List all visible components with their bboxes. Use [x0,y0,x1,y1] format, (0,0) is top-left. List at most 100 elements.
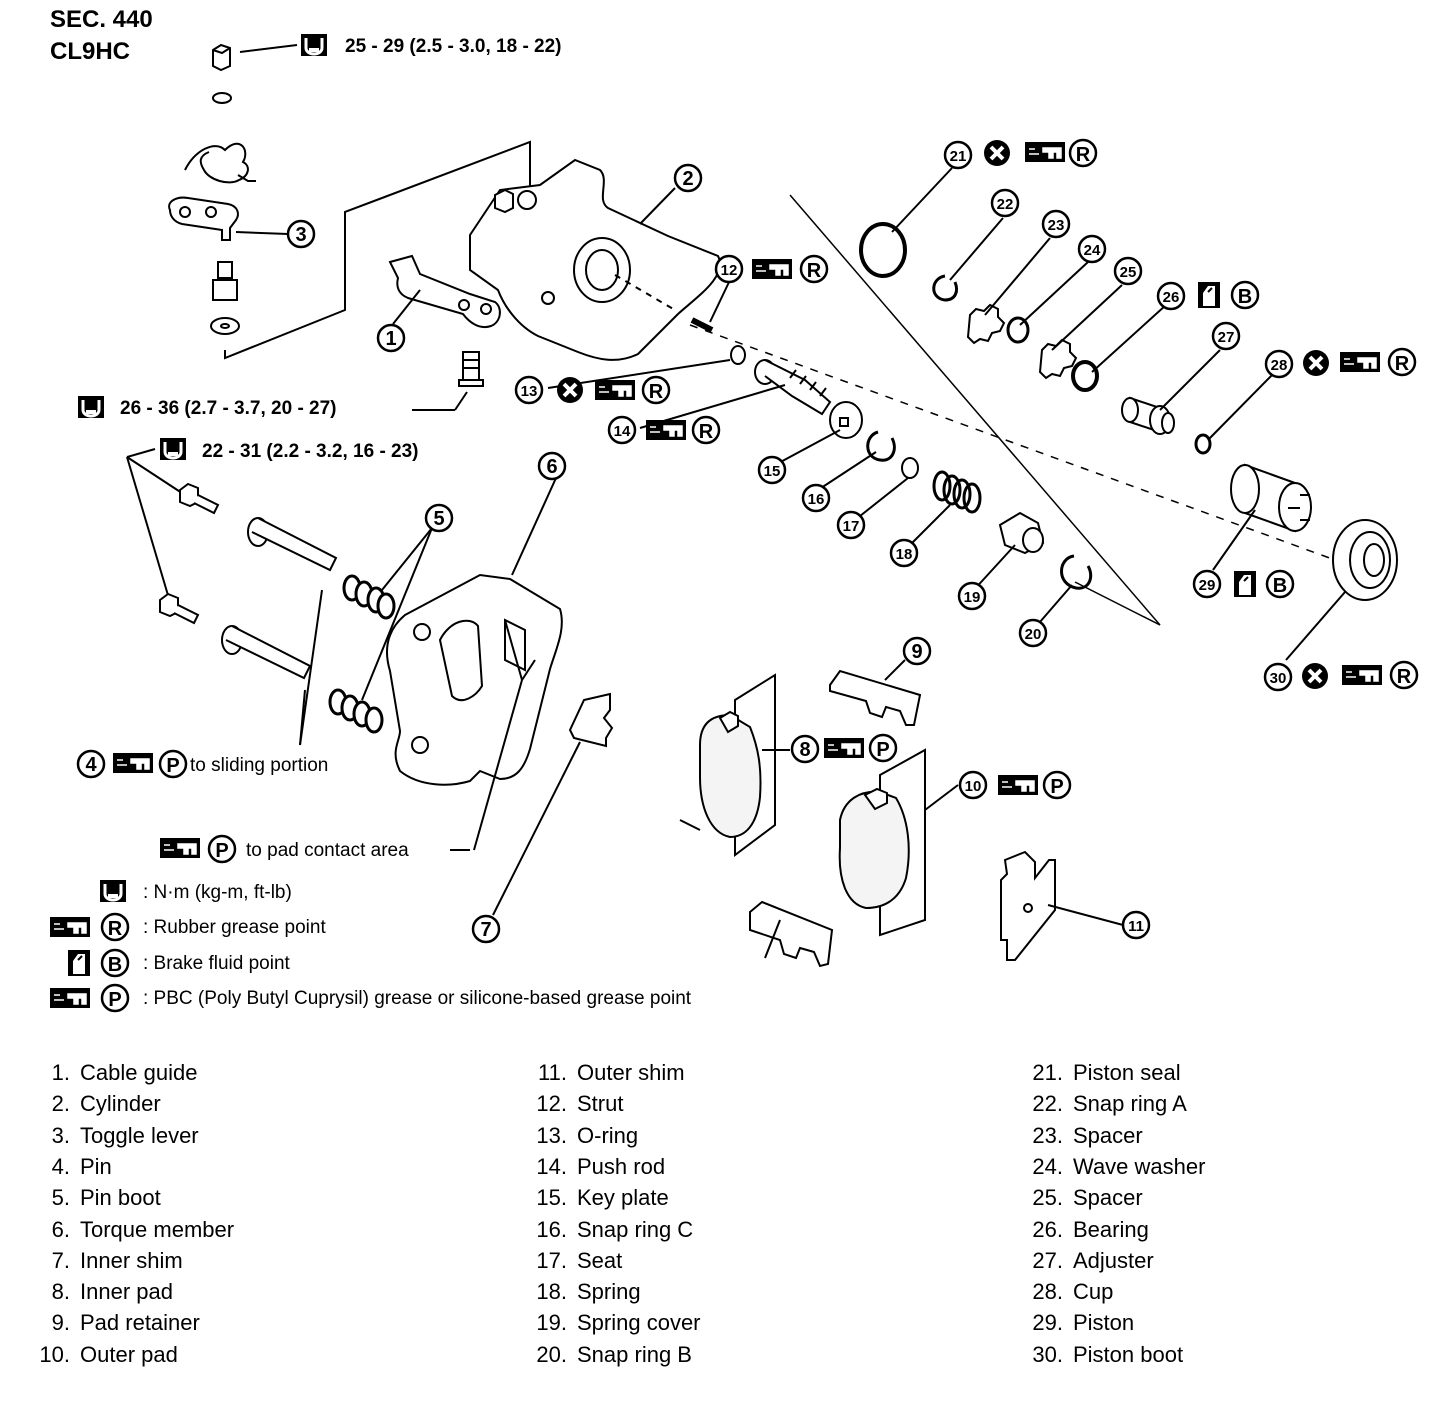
part-number: 29. [1032,1310,1063,1336]
part-number: 8. [51,1279,70,1305]
rubber-grease-mark-30: R [1397,666,1412,688]
callout-number-12: 12 [721,262,738,279]
part-name: Outer shim [577,1060,685,1085]
snap-ring-b-drawing [1060,554,1093,590]
legend-pbc-grease-letter: P [108,989,121,1011]
callout-circle-16 [801,483,831,513]
part-name: Inner shim [80,1247,183,1273]
o-ring-drawing [730,345,746,365]
legend-torque-text: : N·m (kg-m, ft-lb) [143,882,292,903]
pbc-grease-mark-4: P [166,755,179,777]
callout-circle-20 [1018,618,1048,648]
callout-number-21: 21 [950,148,967,165]
legend-rubber-grease-text: : Rubber grease point [143,917,326,938]
part-name: Snap ring A [1073,1091,1187,1117]
callout-circle-14 [607,415,637,445]
callout-circle-2 [673,163,703,193]
part-name: Key plate [577,1185,669,1211]
part-name: Pin boot [80,1185,161,1211]
callout-number-11: 11 [1128,918,1144,935]
callout-number-26: 26 [1163,289,1180,306]
pad-contact-note: to pad contact area [246,840,409,861]
part-number: 23. [1032,1122,1063,1148]
callout-number-28: 28 [1271,357,1288,374]
part-name: Spring [577,1279,641,1305]
pad-retainer-upper-drawing [829,669,922,726]
part-name: Cup [1073,1279,1114,1305]
part-name: Toggle lever [80,1122,199,1148]
part-name: Snap ring B [577,1341,692,1367]
part-name: Piston seal [1073,1060,1181,1085]
callout-circle-13 [514,375,544,405]
part-name: Bearing [1073,1216,1149,1242]
callout-number-27: 27 [1218,329,1235,346]
callout-number-24: 24 [1084,242,1101,259]
pin-upper-drawing [247,517,338,572]
callout-circle-10 [958,770,988,800]
pin-lower-drawing [221,625,312,680]
torque-spec-mid: 26 - 36 (2.7 - 3.7, 20 - 27) [120,398,337,419]
callout-number-18: 18 [896,546,913,563]
callout-number-8: 8 [799,739,810,761]
part-name: Piston [1073,1310,1135,1336]
inner-shim-drawing [568,692,614,748]
callout-number-4: 4 [85,754,97,776]
callout-number-3: 3 [295,224,306,246]
part-number: 9. [51,1310,70,1336]
rubber-grease-mark-14: R [699,421,714,443]
callout-circle-22 [990,188,1020,218]
pbc-grease-mark-pad-contact: P [215,840,228,862]
bearing-drawing [1071,360,1099,392]
part-number: 11. [538,1060,567,1085]
part-number: 5. [51,1185,70,1211]
part-name: O-ring [577,1122,639,1148]
callout-number-14: 14 [614,423,631,440]
callout-number-15: 15 [764,463,781,480]
part-number: 20. [536,1341,567,1367]
legend-rubber-grease-letter: R [108,918,123,940]
callout-circle-8 [790,734,820,764]
snap-ring-c-drawing [866,430,896,462]
part-number: 28. [1032,1279,1063,1305]
part-number: 7. [51,1247,70,1273]
piston-seal-drawing [859,222,907,278]
adjusting-screw-icon [210,261,240,335]
part-number: 14. [536,1153,567,1179]
model-code: CL9HC [50,38,131,65]
callout-circle-18 [889,538,919,568]
toggle-lever-icon [168,196,239,241]
part-number: 26. [1032,1216,1063,1242]
pin-boot-upper-drawing [342,574,396,620]
part-name: Spacer [1073,1185,1143,1211]
callout-circle-9 [902,636,932,666]
callout-circle-29 [1192,569,1222,599]
pin-bolt-lower-icon [159,592,200,625]
key-plate-drawing [829,401,863,439]
legend-brake-fluid-text: : Brake fluid point [143,953,291,974]
part-number: 17. [536,1247,567,1273]
torque-spec-pin-bolts: 22 - 31 (2.2 - 3.2, 16 - 23) [202,441,419,462]
callout-circle-7 [471,914,501,944]
part-name: Pin [80,1153,112,1179]
part-number: 25. [1032,1185,1063,1211]
callout-number-1: 1 [385,328,396,350]
part-number: 18. [536,1279,567,1305]
part-name: Piston boot [1073,1341,1184,1367]
callout-number-7: 7 [480,919,491,941]
callout-circle-28 [1264,349,1294,379]
seat-drawing [901,457,919,479]
part-number: 10. [39,1341,70,1367]
callout-circle-12 [714,254,744,284]
callout-circle-15 [757,455,787,485]
part-name: Spacer [1073,1122,1143,1148]
part-name: Outer pad [80,1341,178,1367]
adjuster-drawing [1121,396,1175,435]
part-name: Wave washer [1073,1153,1206,1179]
cable-guide-drawing [388,254,501,328]
callout-circle-3 [286,219,316,249]
part-number: 6. [51,1216,70,1242]
callout-circle-6 [537,451,567,481]
section-number: SEC. 440 [50,6,153,33]
callout-number-25: 25 [1120,264,1137,281]
callout-circle-4 [76,749,106,779]
